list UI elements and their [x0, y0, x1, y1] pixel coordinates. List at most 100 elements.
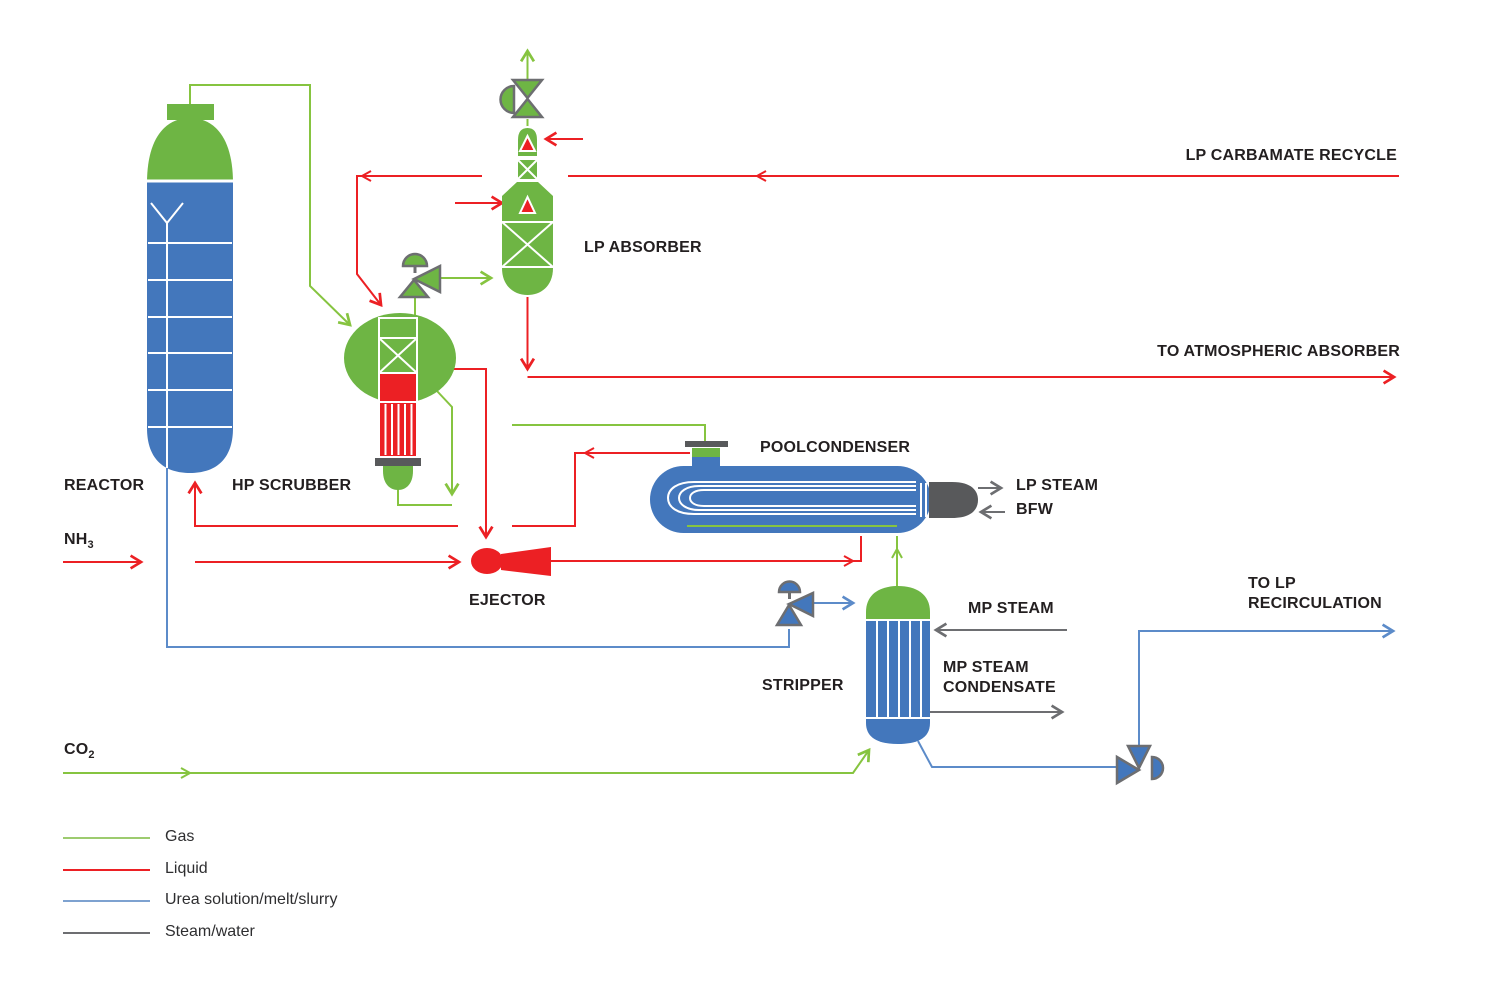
- poolcondenser-utube-1: [666, 481, 916, 515]
- liquid-line-scrubber-to-ejector: [450, 368, 494, 540]
- vent-valve: [499, 78, 545, 119]
- gas-arrow-up-chevron: [891, 546, 903, 559]
- lp-absorber-label: LP ABSORBER: [584, 239, 702, 256]
- gas-line-scrubber-side-down: [436, 390, 460, 497]
- nh3-base: NH: [64, 531, 88, 548]
- urea-lines: [166, 465, 1396, 768]
- letdown-valve-right-triangle-icon: [1115, 754, 1142, 786]
- scrubber-liquid-head: [378, 372, 418, 403]
- liquid-arrow-left-chevron: [359, 170, 372, 182]
- reactor-tray-lines: [148, 242, 232, 428]
- gas-control-valve: [397, 252, 442, 299]
- co2-base: CO: [64, 741, 89, 758]
- absorber-packing-x: [501, 221, 554, 268]
- lp-steam-label: LP STEAM: [1016, 477, 1099, 494]
- letdown-valve-actuator-icon: [1150, 755, 1165, 781]
- nh3-sub: 3: [87, 539, 94, 551]
- scrubber-tubesheet: [375, 458, 421, 466]
- gas-line-co2-feed: [63, 747, 871, 774]
- gas-line-to-poolcondenser: [512, 424, 706, 442]
- absorber-neck-packing-x: [516, 158, 539, 181]
- liquid-line-poolcondenser-return-a: [512, 452, 690, 527]
- ejector-label: EJECTOR: [469, 592, 546, 609]
- poolcondenser-nozzle-green: [692, 448, 720, 457]
- liquid-line-carbamate-to-scrubber: [356, 175, 482, 308]
- stripper-vessel: [866, 586, 930, 744]
- reactor-label: REACTOR: [64, 477, 145, 494]
- poolcondenser-nozzle-blue: [692, 457, 720, 467]
- legend-liquid-line-swatch: [63, 869, 150, 871]
- legend-urea-label: Urea solution/melt/slurry: [165, 891, 338, 908]
- valve-body-up-triangle-icon: [397, 278, 431, 299]
- mp-steam-condensate-label: MP STEAM CONDENSATE: [943, 659, 1056, 696]
- mp-steam-label: MP STEAM: [968, 600, 1054, 617]
- gas-line-reactor-top-to-scrubber: [189, 84, 352, 327]
- stripper-dome: [866, 586, 930, 619]
- scrubber-top-section: [378, 317, 418, 339]
- legend-gas-line-swatch: [63, 837, 150, 839]
- letdown-valve: [1115, 744, 1165, 786]
- legend-steam-label: Steam/water: [165, 923, 255, 940]
- steam-lines: [930, 480, 1067, 720]
- reactor-vessel: [147, 104, 233, 473]
- poolcondenser-flange: [685, 441, 728, 447]
- stripper-tube-lines: [876, 621, 922, 717]
- liquid-arrow-return-chevron: [582, 447, 595, 459]
- poolcondenser-tubesheet: [920, 483, 927, 517]
- urea-control-valve: [774, 580, 815, 627]
- liquid-lines: [63, 131, 1399, 570]
- legend-urea-line-swatch: [63, 900, 150, 902]
- scrubber-bottom-head: [383, 466, 413, 490]
- lp-absorber-vessel: [501, 125, 554, 295]
- reactor-body: [147, 180, 233, 473]
- poolcondenser-vessel: [650, 441, 978, 533]
- absorber-neck-spray-nozzle: [518, 133, 537, 152]
- hp-scrubber-vessel: [344, 313, 456, 490]
- stripper-bottom-head: [866, 719, 930, 744]
- to-atmospheric-absorber-label: TO ATMOSPHERIC ABSORBER: [1157, 343, 1400, 360]
- vent-valve-bottom-triangle-icon: [510, 97, 545, 119]
- urea-valve-up-triangle-icon: [774, 602, 804, 627]
- scrubber-tube-lines: [384, 404, 413, 455]
- ejector-suction-bulb: [471, 548, 503, 574]
- liquid-line-poolcondenser-return-b: [187, 480, 458, 527]
- gas-arrow-co2-chevron: [180, 767, 193, 779]
- gas-line-scrubber-bottom-loop: [397, 486, 452, 506]
- poolcondenser-shell: [650, 466, 931, 533]
- liquid-arrow-carbamate-chevron: [754, 170, 767, 182]
- legend-gas-label: Gas: [165, 828, 195, 845]
- valve-actuator-icon: [401, 252, 429, 268]
- liquid-line-ejector-to-poolcondenser: [551, 536, 862, 562]
- co2-label: CO2: [64, 741, 95, 761]
- nh3-label: NH3: [64, 531, 94, 551]
- reactor-dome: [147, 118, 233, 183]
- lp-carbamate-recycle-label: LP CARBAMATE RECYCLE: [1185, 147, 1397, 164]
- bfw-label: BFW: [1016, 501, 1054, 518]
- urea-line-to-lp-recirculation: [1138, 623, 1396, 745]
- reactor-top-nozzle: [167, 104, 214, 120]
- vent-valve-actuator-icon: [499, 84, 516, 115]
- poolcondenser-utube-2: [677, 485, 916, 511]
- co2-sub: 2: [88, 749, 95, 761]
- valve-body-left-triangle-icon: [411, 263, 442, 295]
- absorber-section-dividers: [502, 221, 553, 268]
- absorber-body-spray-nozzle: [518, 194, 537, 214]
- ejector-equipment: [471, 547, 551, 576]
- reactor-downcomer: [150, 202, 184, 468]
- liquid-arrow-ejector-chevron: [843, 555, 856, 567]
- legend-steam-line-swatch: [63, 932, 150, 934]
- urea-line-reactor-to-valve: [166, 465, 790, 648]
- hp-scrubber-label: HP SCRUBBER: [232, 477, 352, 494]
- urea-line-stripper-bottoms: [917, 740, 1116, 768]
- stripper-label: STRIPPER: [762, 677, 844, 694]
- scrubber-packing-x: [378, 337, 418, 374]
- to-lp-recirculation-label: TO LP RECIRCULATION: [1248, 575, 1382, 612]
- vent-valve-top-triangle-icon: [510, 78, 545, 100]
- poolcondenser-utube-3: [688, 489, 916, 507]
- poolcondenser-channel-head: [929, 482, 978, 518]
- poolcondenser-label: POOLCONDENSER: [760, 439, 911, 456]
- letdown-valve-down-triangle-icon: [1125, 744, 1153, 771]
- gas-lines: [63, 48, 903, 779]
